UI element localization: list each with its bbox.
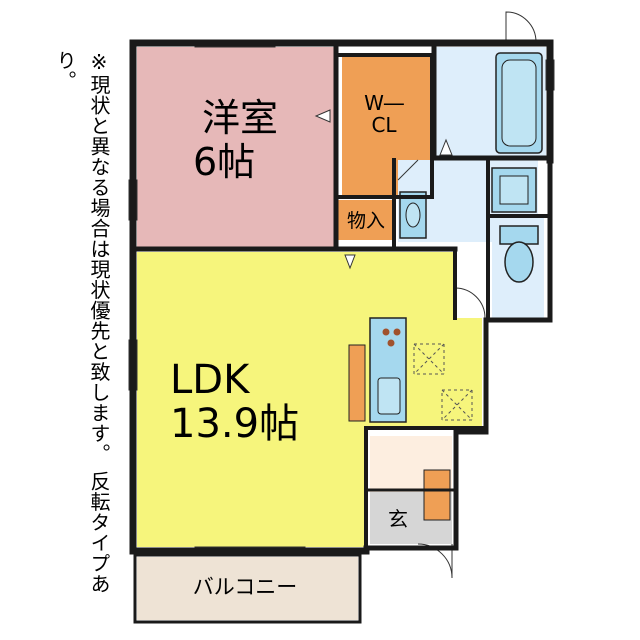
ldk-room-name: LDK — [170, 357, 250, 403]
microwave-space — [441, 389, 473, 421]
stove-burner — [382, 328, 390, 336]
bathtub-inner — [501, 59, 537, 147]
western-room-name: 洋室 — [201, 96, 278, 140]
balcony — [137, 557, 358, 620]
wcl-label: W― CL — [352, 92, 416, 136]
fridge-space — [413, 343, 445, 375]
ldk-label: LDK 13.9帖 — [170, 358, 310, 446]
door-marker — [439, 138, 453, 156]
kitchen-sink — [377, 377, 401, 415]
storage-label: 物入 — [346, 210, 385, 232]
stove-burner — [387, 339, 395, 347]
ldk-room-size: 13.9帖 — [170, 401, 300, 447]
entrance-label: 玄 — [388, 507, 408, 531]
balcony-outline — [133, 553, 362, 624]
western-room-size: 6帖 — [193, 140, 256, 184]
wcl-name-line1: W― — [364, 91, 404, 115]
washing-machine-pan-inner — [499, 175, 529, 205]
balcony-label: バルコニー — [192, 575, 298, 599]
wcl-name-line2: CL — [371, 113, 397, 137]
shoe-cabinet — [423, 469, 451, 521]
stove-burner — [393, 328, 401, 336]
walls — [129, 39, 554, 555]
door-marker — [344, 254, 356, 270]
western-room-label: 洋室 6帖 — [185, 96, 295, 184]
disclaimer-note: ※現状と異なる場合は現状優先と致します。 反転タイプあり。 — [53, 50, 111, 594]
kitchen-side-counter — [348, 344, 366, 422]
door-marker — [314, 109, 331, 123]
vanity-basin — [405, 202, 421, 228]
western-room — [137, 47, 334, 247]
storage-closet — [338, 200, 393, 240]
toilet-bowl — [504, 241, 534, 283]
